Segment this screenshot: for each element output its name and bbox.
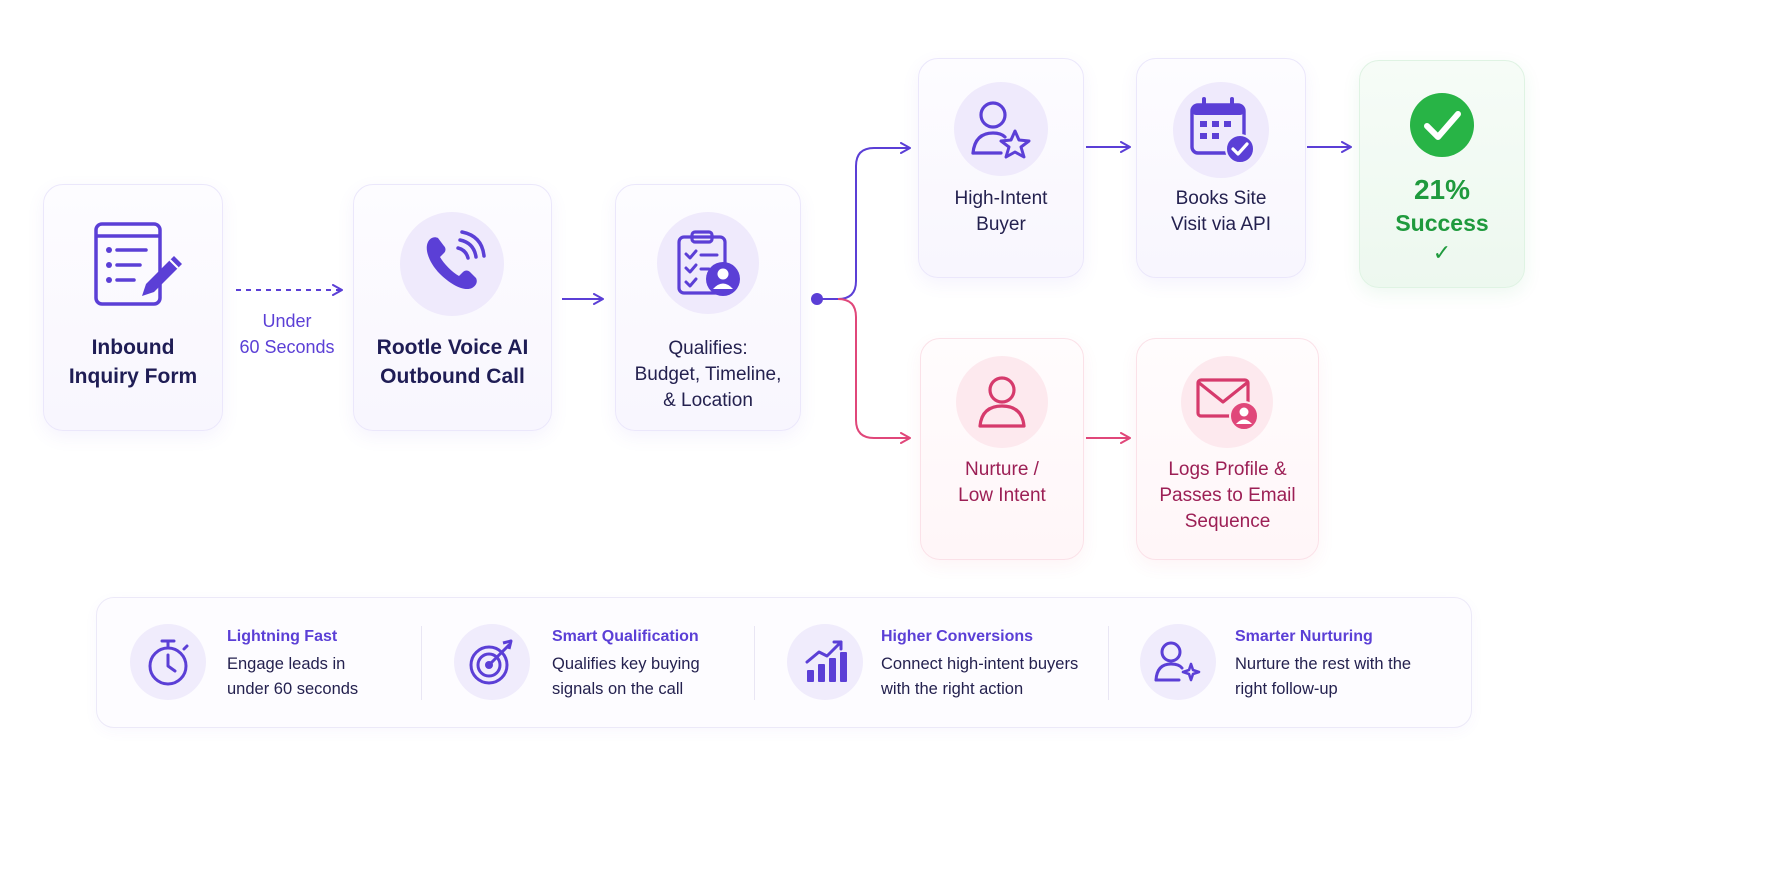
benefits-panel bbox=[96, 597, 1472, 728]
step-voice-label: Rootle Voice AI Outbound Call bbox=[376, 336, 529, 388]
branch-high-books-label: Books Site Visit via API bbox=[1171, 188, 1271, 235]
benefit-4-text: Nurture the rest with the right follow-u… bbox=[1235, 655, 1412, 698]
benefit-1-title: Lightning Fast bbox=[227, 628, 338, 645]
calendar-check-icon bbox=[1173, 82, 1269, 178]
arrow-branch-high bbox=[817, 142, 911, 300]
user-star-icon bbox=[954, 82, 1048, 176]
user-icon bbox=[956, 356, 1048, 448]
benefit-2-text: Qualifies key buying signals on the call bbox=[552, 655, 700, 698]
benefit-divider bbox=[1108, 626, 1109, 700]
target-icon bbox=[454, 624, 530, 700]
benefit-3-text: Connect high-intent buyers with the righ… bbox=[881, 655, 1079, 698]
time-annotation: Under 60 Seconds bbox=[239, 311, 335, 358]
clipboard-check-user-icon bbox=[657, 212, 759, 314]
bar-chart-growth-icon bbox=[787, 624, 863, 700]
user-sparkle-icon bbox=[1140, 624, 1216, 700]
benefit-divider bbox=[754, 626, 755, 700]
benefit-4-title: Smarter Nurturing bbox=[1235, 628, 1373, 645]
benefit-2-title: Smart Qualification bbox=[552, 628, 699, 645]
email-user-icon bbox=[1181, 356, 1273, 448]
stopwatch-icon bbox=[130, 624, 206, 700]
arrow-branch-low bbox=[837, 298, 911, 444]
phone-call-icon bbox=[400, 212, 504, 316]
check-circle-icon bbox=[1409, 92, 1475, 163]
branch-low-logs-label: Logs Profile & Passes to Email Sequence bbox=[1159, 459, 1296, 533]
branch-low-nurture-label: Nurture / Low Intent bbox=[958, 459, 1046, 507]
step-inbound-label: Inbound Inquiry Form bbox=[68, 336, 198, 388]
success-label: Success bbox=[1395, 210, 1489, 236]
benefit-1-text: Engage leads in under 60 seconds bbox=[227, 655, 359, 698]
success-check-mark: ✓ bbox=[1432, 240, 1452, 265]
benefit-divider bbox=[421, 626, 422, 700]
success-rate: 21% bbox=[1413, 174, 1471, 205]
benefit-3-title: Higher Conversions bbox=[881, 628, 1034, 645]
branch-high-buyer-label: High-Intent Buyer bbox=[954, 188, 1048, 235]
step-qualifies-label: Qualifies: Budget, Timeline, & Location bbox=[634, 338, 782, 412]
form-edit-icon bbox=[90, 220, 186, 313]
